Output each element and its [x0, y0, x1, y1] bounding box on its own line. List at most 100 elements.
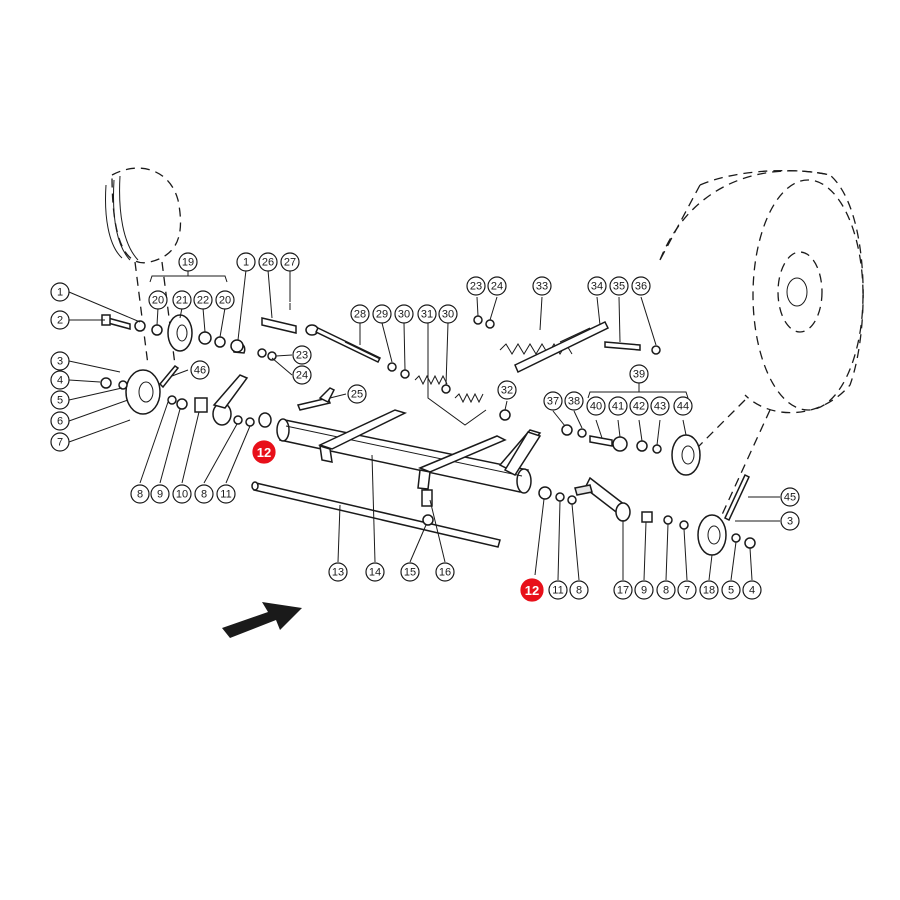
callout-25: 25 — [347, 384, 367, 404]
callout-42: 42 — [629, 396, 649, 416]
callout-45: 45 — [780, 487, 800, 507]
callout-35: 35 — [609, 276, 629, 296]
callout-label: 32 — [501, 385, 513, 397]
callout-circle — [394, 304, 414, 324]
callout-label: 43 — [654, 401, 666, 413]
callout-circle — [193, 290, 213, 310]
callout-27: 27 — [280, 252, 300, 272]
callout-11: 11 — [548, 580, 568, 600]
callout-37: 37 — [543, 391, 563, 411]
callout-circle — [50, 351, 70, 371]
callout-label: 19 — [182, 257, 194, 269]
callout-34: 34 — [587, 276, 607, 296]
callout-circle — [543, 391, 563, 411]
left-drum-outline — [105, 167, 182, 366]
callout-41: 41 — [608, 396, 628, 416]
callout-4: 4 — [742, 580, 762, 600]
callout-label: 24 — [491, 281, 503, 293]
callout-3: 3 — [50, 351, 70, 371]
callout-label: 40 — [590, 401, 602, 413]
callout-circle — [608, 396, 628, 416]
callout-circle — [650, 396, 670, 416]
callout-circle — [292, 365, 312, 385]
callout-label: 5 — [728, 585, 734, 597]
callout-circle — [328, 562, 348, 582]
callout-circle — [569, 580, 589, 600]
callout-label: 3 — [787, 516, 793, 528]
callout-33: 33 — [532, 276, 552, 296]
callout-29: 29 — [372, 304, 392, 324]
callout-circle — [532, 276, 552, 296]
callout-circle — [497, 380, 517, 400]
callout-circle — [50, 370, 70, 390]
callout-24: 24 — [292, 365, 312, 385]
callout-label: 28 — [354, 309, 366, 321]
callout-circle — [721, 580, 741, 600]
callout-circle — [435, 562, 455, 582]
callout-label: 21 — [176, 295, 188, 307]
callout-label: 29 — [376, 309, 388, 321]
right-drum-outline — [659, 169, 864, 531]
callout-11: 11 — [216, 484, 236, 504]
callout-19: 19 — [178, 252, 198, 272]
callout-circle — [400, 562, 420, 582]
callout-label: 14 — [369, 567, 381, 579]
callout-circle — [780, 487, 800, 507]
callout-14: 14 — [365, 562, 385, 582]
callout-43: 43 — [650, 396, 670, 416]
callout-label: 37 — [547, 396, 559, 408]
callout-23: 23 — [466, 276, 486, 296]
callout-circle — [190, 360, 210, 380]
callout-label: 8 — [576, 585, 582, 597]
callout-label: 33 — [536, 281, 548, 293]
callout-label: 3 — [57, 356, 63, 368]
callout-38: 38 — [564, 391, 584, 411]
callout-circle — [631, 276, 651, 296]
callout-circle — [673, 396, 693, 416]
callout-label: 36 — [635, 281, 647, 293]
long-shaft — [251, 481, 501, 548]
callout-circle — [564, 391, 584, 411]
callout-26: 26 — [258, 252, 278, 272]
callout-label: 11 — [552, 585, 563, 597]
callout-circle — [438, 304, 458, 324]
callout-label: 23 — [296, 350, 308, 362]
callout-label: 20 — [219, 295, 231, 307]
callout-circle — [216, 484, 236, 504]
callout-15: 15 — [400, 562, 420, 582]
callout-39: 39 — [629, 364, 649, 384]
callout-7: 7 — [50, 432, 70, 452]
callout-12-highlighted: 12 — [520, 578, 544, 602]
callout-circle — [50, 390, 70, 410]
callout-label: 24 — [296, 370, 308, 382]
callout-circle — [150, 484, 170, 504]
callout-17: 17 — [613, 580, 633, 600]
callout-label: 2 — [57, 315, 63, 327]
callout-circle — [520, 578, 544, 602]
callout-circle — [236, 252, 256, 272]
callout-40: 40 — [586, 396, 606, 416]
callout-label: 16 — [439, 567, 451, 579]
callout-label: 8 — [663, 585, 669, 597]
callout-8: 8 — [130, 484, 150, 504]
callout-label: 42 — [633, 401, 645, 413]
callout-31: 31 — [417, 304, 437, 324]
callout-circle — [50, 432, 70, 452]
callout-6: 6 — [50, 411, 70, 431]
callout-30: 30 — [394, 304, 414, 324]
callout-circle — [742, 580, 762, 600]
callout-circle — [292, 345, 312, 365]
callout-circle — [50, 282, 70, 302]
callout-23: 23 — [292, 345, 312, 365]
callout-circle — [148, 290, 168, 310]
callout-label: 27 — [284, 257, 296, 269]
callout-circle — [194, 484, 214, 504]
callout-label: 7 — [684, 585, 690, 597]
callout-circle — [466, 276, 486, 296]
callout-circle — [417, 304, 437, 324]
callout-44: 44 — [673, 396, 693, 416]
callout-circle — [609, 276, 629, 296]
callout-label: 15 — [404, 567, 416, 579]
